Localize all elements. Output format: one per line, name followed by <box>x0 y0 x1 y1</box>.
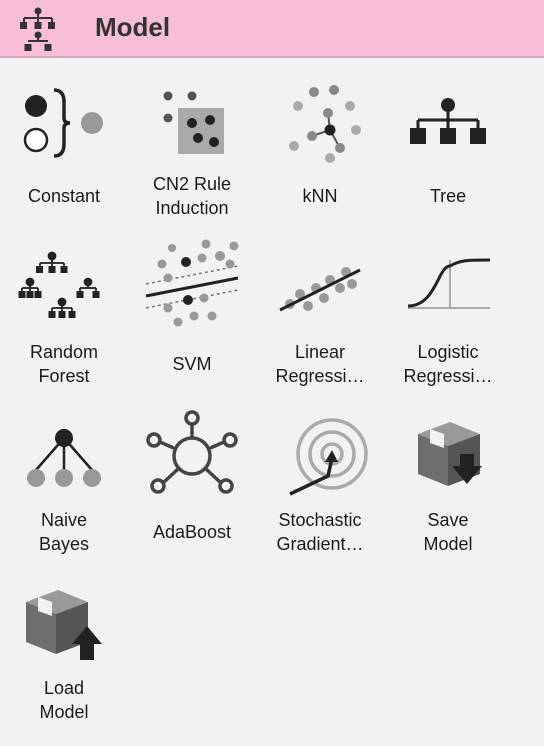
widget-knn[interactable]: kNN <box>256 58 384 218</box>
widget-stochastic-gradient[interactable]: Stochastic Gradient… <box>256 394 384 554</box>
widget-adaboost[interactable]: AdaBoost <box>128 394 256 554</box>
save-model-icon <box>418 422 482 486</box>
widget-linear-regression[interactable]: Linear Regressi… <box>256 226 384 386</box>
logistic-regression-icon <box>407 258 491 309</box>
widget-cn2-rule-induction[interactable]: CN2 Rule Induction <box>128 58 256 218</box>
knn-icon <box>289 85 361 163</box>
model-hierarchy-icon <box>20 7 55 51</box>
tree-icon <box>410 98 486 144</box>
widget-label: Tree <box>429 186 467 206</box>
load-model-icon <box>26 590 102 660</box>
widget-label: Save Model <box>423 510 473 554</box>
widget-label: Load Model <box>39 678 89 722</box>
widget-constant[interactable]: Constant <box>0 58 128 218</box>
svm-icon <box>145 239 239 327</box>
widget-label: Naive Bayes <box>38 510 90 554</box>
widget-svm[interactable]: SVM <box>128 226 256 386</box>
cn2-rule-induction-icon <box>163 91 224 154</box>
widget-label: Random Forest <box>29 342 99 386</box>
linear-regression-icon <box>279 267 361 312</box>
random-forest-icon <box>18 251 100 318</box>
constant-icon <box>23 88 103 158</box>
widget-label: Linear Regressi… <box>275 342 365 386</box>
widget-label: Stochastic Gradient… <box>276 510 364 554</box>
widget-save-model[interactable]: Save Model <box>384 394 512 554</box>
widget-label: kNN <box>302 186 338 206</box>
widget-logistic-regression[interactable]: Logistic Regressi… <box>384 226 512 386</box>
stochastic-gradient-icon <box>289 418 368 496</box>
widget-grid: Constant CN2 Rule Induction <box>0 58 544 746</box>
widget-label: Logistic Regressi… <box>403 342 493 386</box>
category-header[interactable]: Model <box>0 0 544 58</box>
category-title: Model <box>95 12 171 42</box>
adaboost-icon <box>146 410 238 494</box>
widget-label: Constant <box>27 186 101 206</box>
widget-load-model[interactable]: Load Model <box>0 562 128 722</box>
widget-label: SVM <box>172 354 212 374</box>
widget-random-forest[interactable]: Random Forest <box>0 226 128 386</box>
widget-tree[interactable]: Tree <box>384 58 512 218</box>
widget-label: CN2 Rule Induction <box>152 174 232 218</box>
widget-naive-bayes[interactable]: Naive Bayes <box>0 394 128 554</box>
naive-bayes-icon <box>27 429 101 487</box>
widget-label: AdaBoost <box>152 522 232 542</box>
